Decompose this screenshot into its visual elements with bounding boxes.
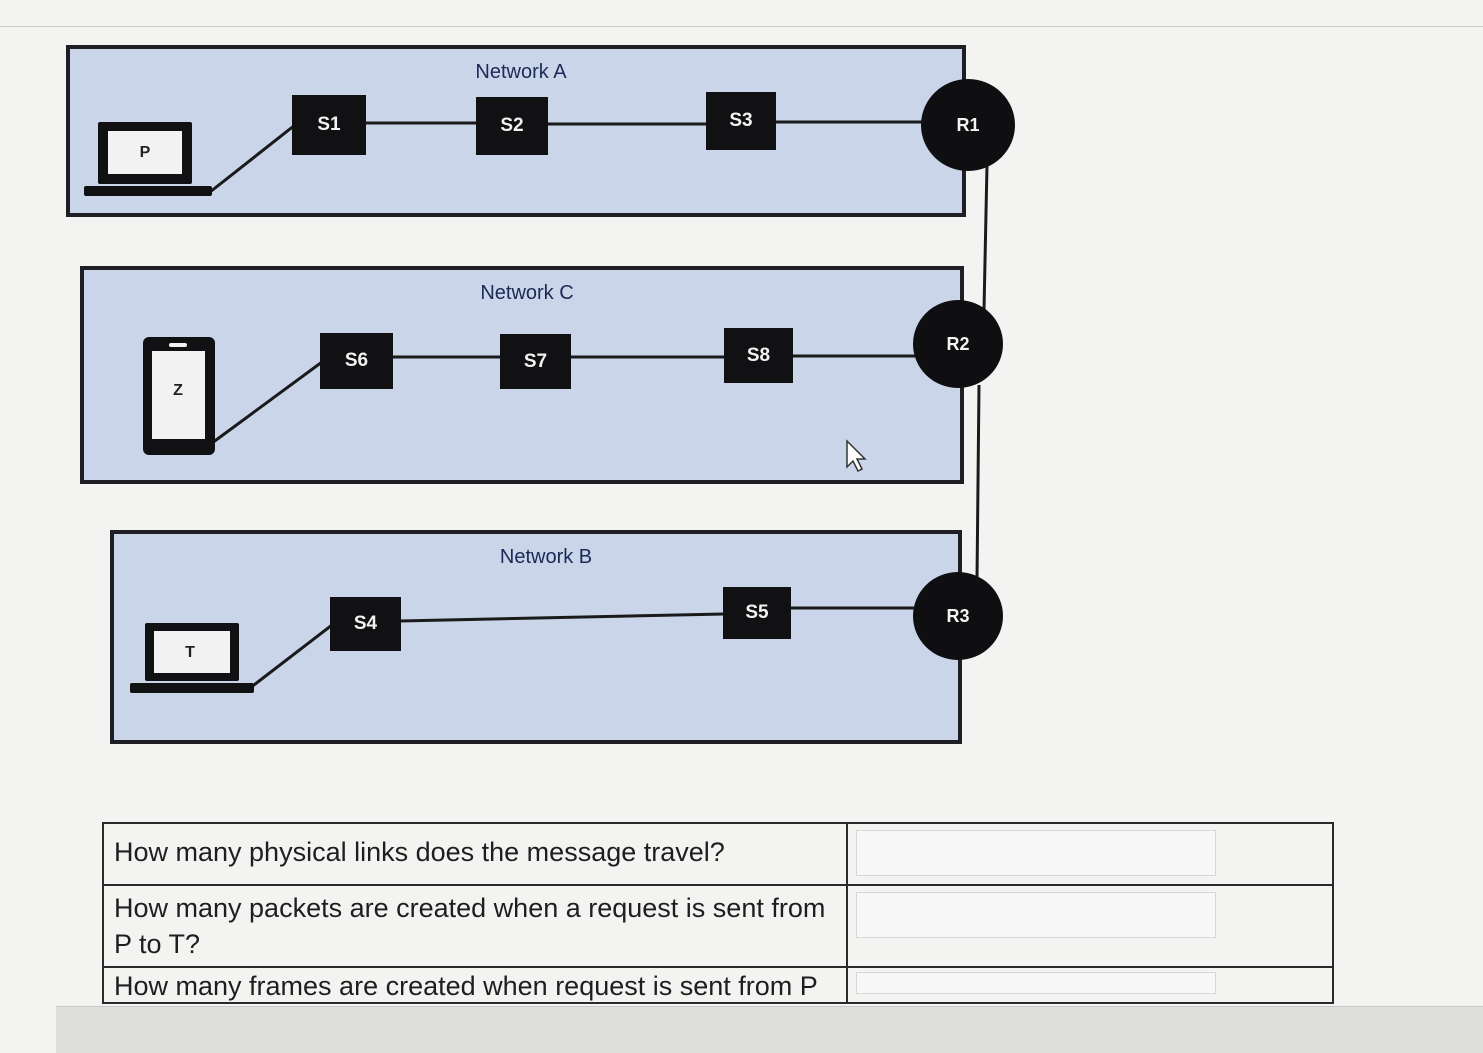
questions-table: How many physical links does the message… bbox=[102, 822, 1334, 1004]
table-row: How many physical links does the message… bbox=[102, 822, 1334, 886]
answer-input[interactable] bbox=[856, 972, 1216, 994]
answer-input[interactable] bbox=[856, 892, 1216, 938]
answer-cell bbox=[846, 884, 1334, 968]
phone-icon bbox=[143, 337, 215, 455]
laptop-icon bbox=[130, 623, 254, 693]
cursor-icon bbox=[846, 439, 867, 473]
router-r2: R2 bbox=[913, 300, 1003, 388]
answer-cell bbox=[846, 966, 1334, 1004]
top-divider bbox=[0, 26, 1483, 27]
switch-s6: S6 bbox=[320, 333, 393, 389]
switch-s5: S5 bbox=[723, 587, 791, 639]
network-b-title: Network B bbox=[499, 546, 593, 568]
link-p-s1 bbox=[209, 123, 296, 194]
switch-s4: S4 bbox=[330, 597, 401, 651]
device-z-label: Z bbox=[173, 382, 183, 399]
bottom-bar bbox=[56, 1006, 1483, 1053]
switch-s3: S3 bbox=[706, 92, 776, 150]
table-row: How many frames are created when request… bbox=[102, 966, 1334, 1004]
answer-cell bbox=[846, 822, 1334, 886]
question-text: How many physical links does the message… bbox=[114, 837, 725, 867]
question-cell: How many packets are created when a requ… bbox=[102, 884, 848, 968]
table-row: How many packets are created when a requ… bbox=[102, 884, 1334, 968]
switch-s1: S1 bbox=[292, 95, 366, 155]
question-cell: How many frames are created when request… bbox=[102, 966, 848, 1004]
link-s4-s5 bbox=[399, 612, 725, 623]
question-cell: How many physical links does the message… bbox=[102, 822, 848, 886]
switch-s2: S2 bbox=[476, 97, 548, 155]
device-t-label: T bbox=[185, 644, 195, 661]
link-r2-r3 bbox=[975, 384, 981, 581]
answer-input[interactable] bbox=[856, 830, 1216, 876]
link-z-s6 bbox=[211, 360, 323, 445]
device-p-label: P bbox=[139, 144, 151, 161]
router-r3: R3 bbox=[913, 572, 1003, 660]
network-a-title: Network A bbox=[475, 61, 567, 83]
link-r1-r2 bbox=[982, 164, 989, 311]
question-text: How many frames are created when request… bbox=[114, 971, 818, 1001]
switch-s7: S7 bbox=[500, 334, 571, 389]
network-c-title: Network C bbox=[480, 282, 574, 304]
switch-s8: S8 bbox=[724, 328, 793, 383]
router-r1: R1 bbox=[921, 79, 1015, 171]
link-t-s4 bbox=[249, 623, 333, 690]
question-text: How many packets are created when a requ… bbox=[114, 893, 826, 959]
laptop-icon bbox=[84, 122, 212, 196]
